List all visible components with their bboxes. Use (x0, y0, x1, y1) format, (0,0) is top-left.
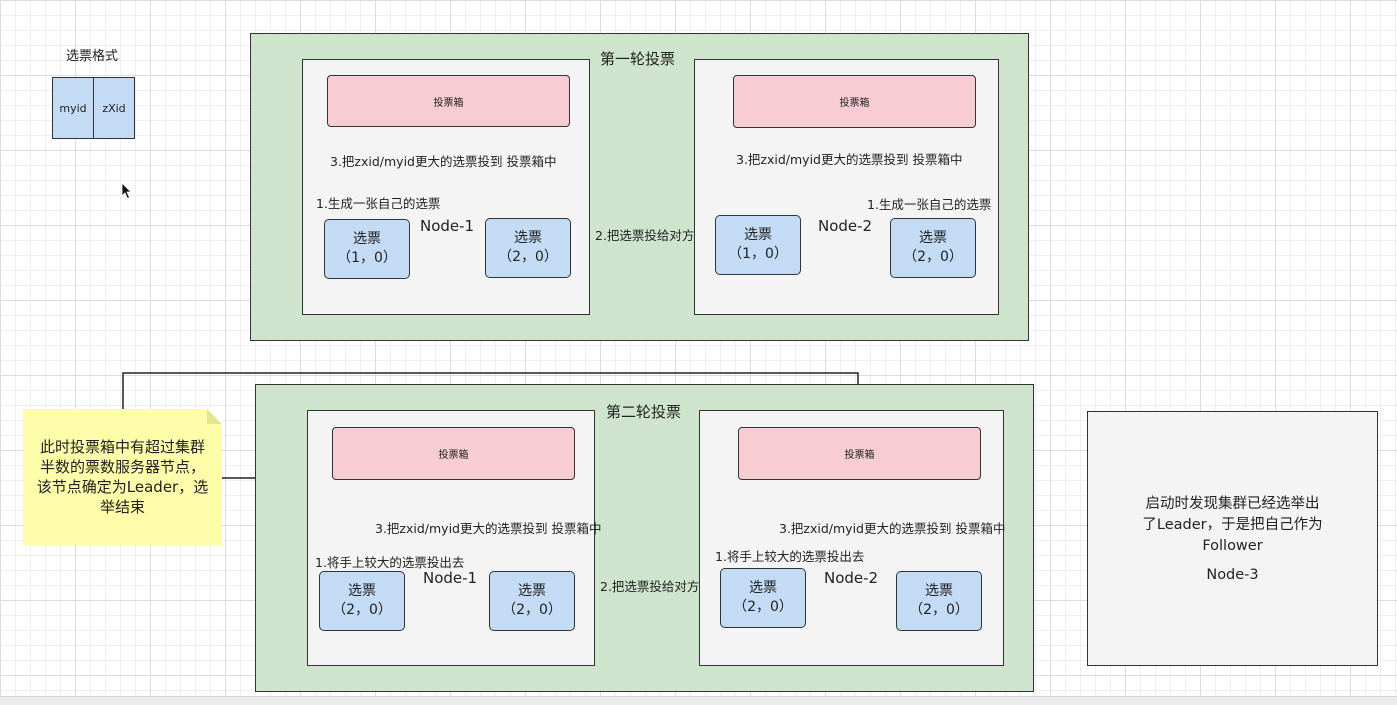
r1-n2-ballot-own: 选票 （2，0） (890, 218, 976, 278)
ballot-value: （2，0） (903, 249, 963, 265)
ballot-label: 选票 (353, 231, 381, 247)
format-zxid-cell: zXid (93, 77, 135, 139)
r2-n2-step3: 3.把zxid/myid更大的选票投到 投票箱中 (779, 521, 1006, 536)
ballot-label: 选票 (919, 230, 947, 246)
r1-n1-ballot-own: 选票 （1，0） (324, 219, 410, 279)
leader-note: 此时投票箱中有超过集群 半数的票数服务器节点， 该节点确定为Leader，选 举… (23, 409, 222, 545)
format-myid-cell: myid (52, 77, 94, 139)
r2-exchange-label: 2.把选票投给对方 (600, 579, 700, 594)
ballot-label: 选票 (749, 580, 777, 596)
note-line: 举结束 (99, 498, 145, 516)
round2-title: 第二轮投票 (606, 403, 682, 421)
node3-desc-line3: Follower (1202, 538, 1263, 554)
ballot-label: 选票 (744, 227, 772, 243)
r2-n1-name: Node-1 (423, 569, 478, 587)
bottom-scrollbar[interactable] (0, 696, 1397, 705)
ballot-value: （2，0） (733, 599, 793, 615)
round1-title: 第一轮投票 (600, 50, 676, 68)
ballot-value: （1，0） (337, 250, 397, 266)
r2-n2-ballot-own: 选票 （2，0） (896, 571, 982, 631)
mouse-cursor-icon (121, 182, 132, 200)
ballot-value: （1，0） (728, 246, 788, 262)
note-line: 此时投票箱中有超过集群 (39, 438, 205, 456)
ballot-label: 选票 (348, 583, 376, 599)
format-title: 选票格式 (66, 49, 119, 64)
ballot-value: （2，0） (498, 249, 558, 265)
r2-n2-name: Node-2 (824, 569, 879, 587)
ballot-label: 选票 (925, 583, 953, 599)
r1-n2-ballot-received: 选票 （1，0） (715, 215, 801, 275)
r1-n2-step1: 1.生成一张自己的选票 (867, 197, 992, 212)
r2-n1-ballot-own: 选票 （2，0） (319, 571, 405, 631)
node3-desc-line2: 了Leader，于是把自己作为 (1142, 517, 1323, 533)
r1-n1-ballot-received: 选票 （2，0） (485, 218, 571, 278)
r1-n2-ballot-box: 投票箱 (733, 75, 976, 128)
node3-name: Node-3 (1206, 567, 1259, 583)
r1-n1-step3: 3.把zxid/myid更大的选票投到 投票箱中 (330, 154, 557, 169)
ballot-value: （2，0） (502, 602, 562, 618)
r1-n1-step1: 1.生成一张自己的选票 (316, 196, 441, 211)
r2-n2-step1: 1.将手上较大的选票投出去 (715, 549, 865, 564)
note-line: 该节点确定为Leader，选 (36, 478, 209, 496)
ballot-label: 选票 (514, 230, 542, 246)
r2-n1-step1: 1.将手上较大的选票投出去 (315, 555, 465, 570)
r1-n2-step3: 3.把zxid/myid更大的选票投到 投票箱中 (736, 152, 963, 167)
ballot-value: （2，0） (332, 602, 392, 618)
node3-desc-line1: 启动时发现集群已经选举出 (1145, 496, 1320, 512)
r2-n1-ballot-box: 投票箱 (332, 427, 575, 480)
ballot-label: 选票 (518, 583, 546, 599)
r1-n1-name: Node-1 (420, 217, 475, 235)
r1-n1-ballot-box: 投票箱 (327, 75, 570, 127)
r2-n1-ballot-received: 选票 （2，0） (489, 571, 575, 631)
r2-n1-step3: 3.把zxid/myid更大的选票投到 投票箱中 (375, 521, 602, 536)
note-fold-icon (207, 409, 222, 424)
node3-container: 启动时发现集群已经选举出 了Leader，于是把自己作为 Follower No… (1087, 411, 1378, 666)
r1-n2-name: Node-2 (818, 217, 873, 235)
ballot-value: （2，0） (909, 602, 969, 618)
note-line: 半数的票数服务器节点， (39, 458, 205, 476)
r2-n2-ballot-box: 投票箱 (738, 427, 981, 480)
r1-exchange-label: 2.把选票投给对方 (595, 228, 695, 243)
r2-n2-ballot-received: 选票 （2，0） (720, 568, 806, 628)
